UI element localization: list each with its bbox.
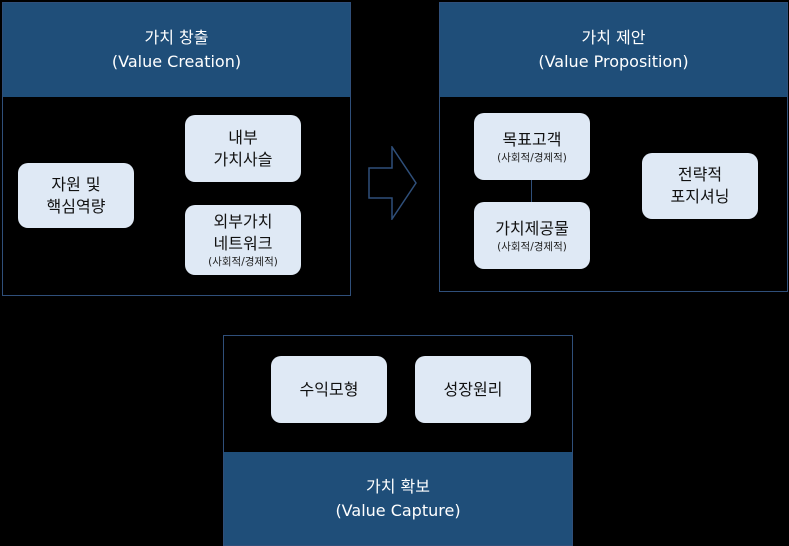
value-creation-header: 가치 창출 (Value Creation) <box>3 3 350 97</box>
positioning-line1: 전략적 <box>677 165 723 184</box>
value-capture-title: 가치 확보 <box>366 476 430 496</box>
target-offering-connector <box>531 180 532 202</box>
value-proposition-title: 가치 제안 <box>581 28 646 47</box>
value-proposition-panel: 가치 제안 (Value Proposition) 목표고객 (사회적/경제적)… <box>439 2 788 292</box>
value-creation-title: 가치 창출 <box>144 28 209 47</box>
value-creation-title-en: (Value Creation) <box>111 52 242 71</box>
target-note: (사회적/경제적) <box>497 151 567 164</box>
target-line1: 목표고객 <box>502 129 562 149</box>
resources-node: 자원 및 핵심역량 <box>18 163 134 228</box>
internal-line2: 가치사슬 <box>213 149 273 169</box>
strategic-positioning-node: 전략적 포지셔닝 <box>642 153 758 219</box>
external-note: (사회적/경제적) <box>208 256 278 268</box>
target-customer-node: 목표고객 (사회적/경제적) <box>474 113 590 180</box>
resources-line1: 자원 및 <box>51 174 101 194</box>
offering-line1: 가치제공물 <box>495 218 569 238</box>
value-offering-node: 가치제공물 (사회적/경제적) <box>474 202 590 269</box>
internal-value-chain-node: 내부 가치사슬 <box>185 115 301 182</box>
resources-line2: 핵심역량 <box>46 196 106 216</box>
external-value-network-node: 외부가치 네트워크 (사회적/경제적) <box>185 205 301 275</box>
offering-note: (사회적/경제적) <box>497 240 567 253</box>
growth-line1: 성장원리 <box>443 379 503 399</box>
value-capture-title-en: (Value Capture) <box>335 500 461 520</box>
value-proposition-header: 가치 제안 (Value Proposition) <box>440 3 787 97</box>
growth-principle-node: 성장원리 <box>415 356 531 423</box>
value-capture-panel: 수익모형 성장원리 가치 확보 (Value Capture) <box>223 335 573 546</box>
right-arrow-icon <box>368 146 417 220</box>
value-creation-panel: 가치 창출 (Value Creation) 자원 및 핵심역량 내부 가치사슬… <box>2 2 351 296</box>
revenue-model-node: 수익모형 <box>271 356 387 423</box>
value-capture-header: 가치 확보 (Value Capture) <box>224 452 572 545</box>
value-proposition-title-en: (Value Proposition) <box>538 52 689 71</box>
internal-line1: 내부 <box>228 127 258 147</box>
revenue-line1: 수익모형 <box>299 379 359 399</box>
external-line2: 네트워크 <box>213 234 273 253</box>
positioning-line2: 포지셔닝 <box>670 187 730 206</box>
external-line1: 외부가치 <box>213 212 273 231</box>
